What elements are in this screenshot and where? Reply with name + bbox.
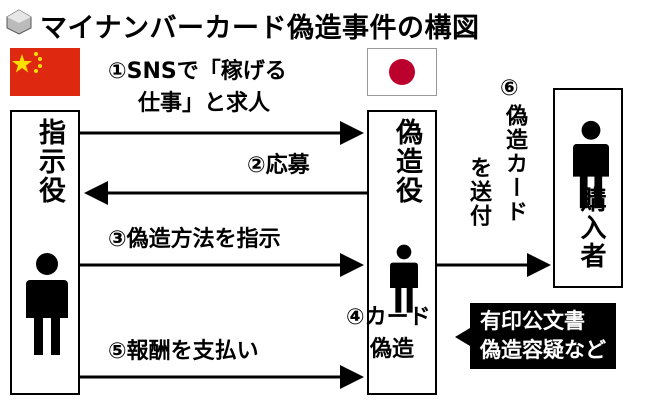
japan-flag	[367, 48, 437, 96]
diagram-title: マイナンバーカード偽造事件の構図	[40, 13, 480, 44]
step6-col1: 偽造カード	[502, 104, 527, 224]
charge-note: 有印公文書 偽造容疑など	[470, 303, 616, 369]
step3-label: ③偽造方法を指示	[108, 227, 281, 252]
china-flag	[10, 48, 80, 96]
instructor-label: 指示役	[34, 118, 65, 205]
step1-line2: 仕事」と求人	[138, 91, 271, 116]
buyer-box: 購入者	[553, 88, 623, 288]
forger-label: 偽造役	[391, 118, 422, 205]
step2-label: ②応募	[247, 153, 310, 178]
step1-line1: ①SNSで「稼げる	[108, 59, 287, 84]
person-icon	[571, 120, 611, 214]
step4-line2: 偽造	[370, 337, 415, 362]
buyer-label: 購入者	[576, 186, 606, 270]
instructor-box: 指示役	[10, 110, 80, 395]
title-marker-icon	[6, 9, 32, 35]
forger-box: 偽造役	[367, 110, 437, 395]
step6-col2: を送付	[466, 156, 491, 228]
charge-note-line2: 偽造容疑など	[480, 338, 606, 362]
step4-line1: ④カード	[346, 305, 431, 330]
step5-label: ⑤報酬を支払い	[108, 339, 259, 364]
person-icon	[381, 244, 427, 318]
note-pointer	[455, 328, 470, 346]
charge-note-line1: 有印公文書	[480, 309, 585, 333]
person-icon	[24, 252, 70, 361]
step6-number: ⑥	[500, 76, 519, 101]
